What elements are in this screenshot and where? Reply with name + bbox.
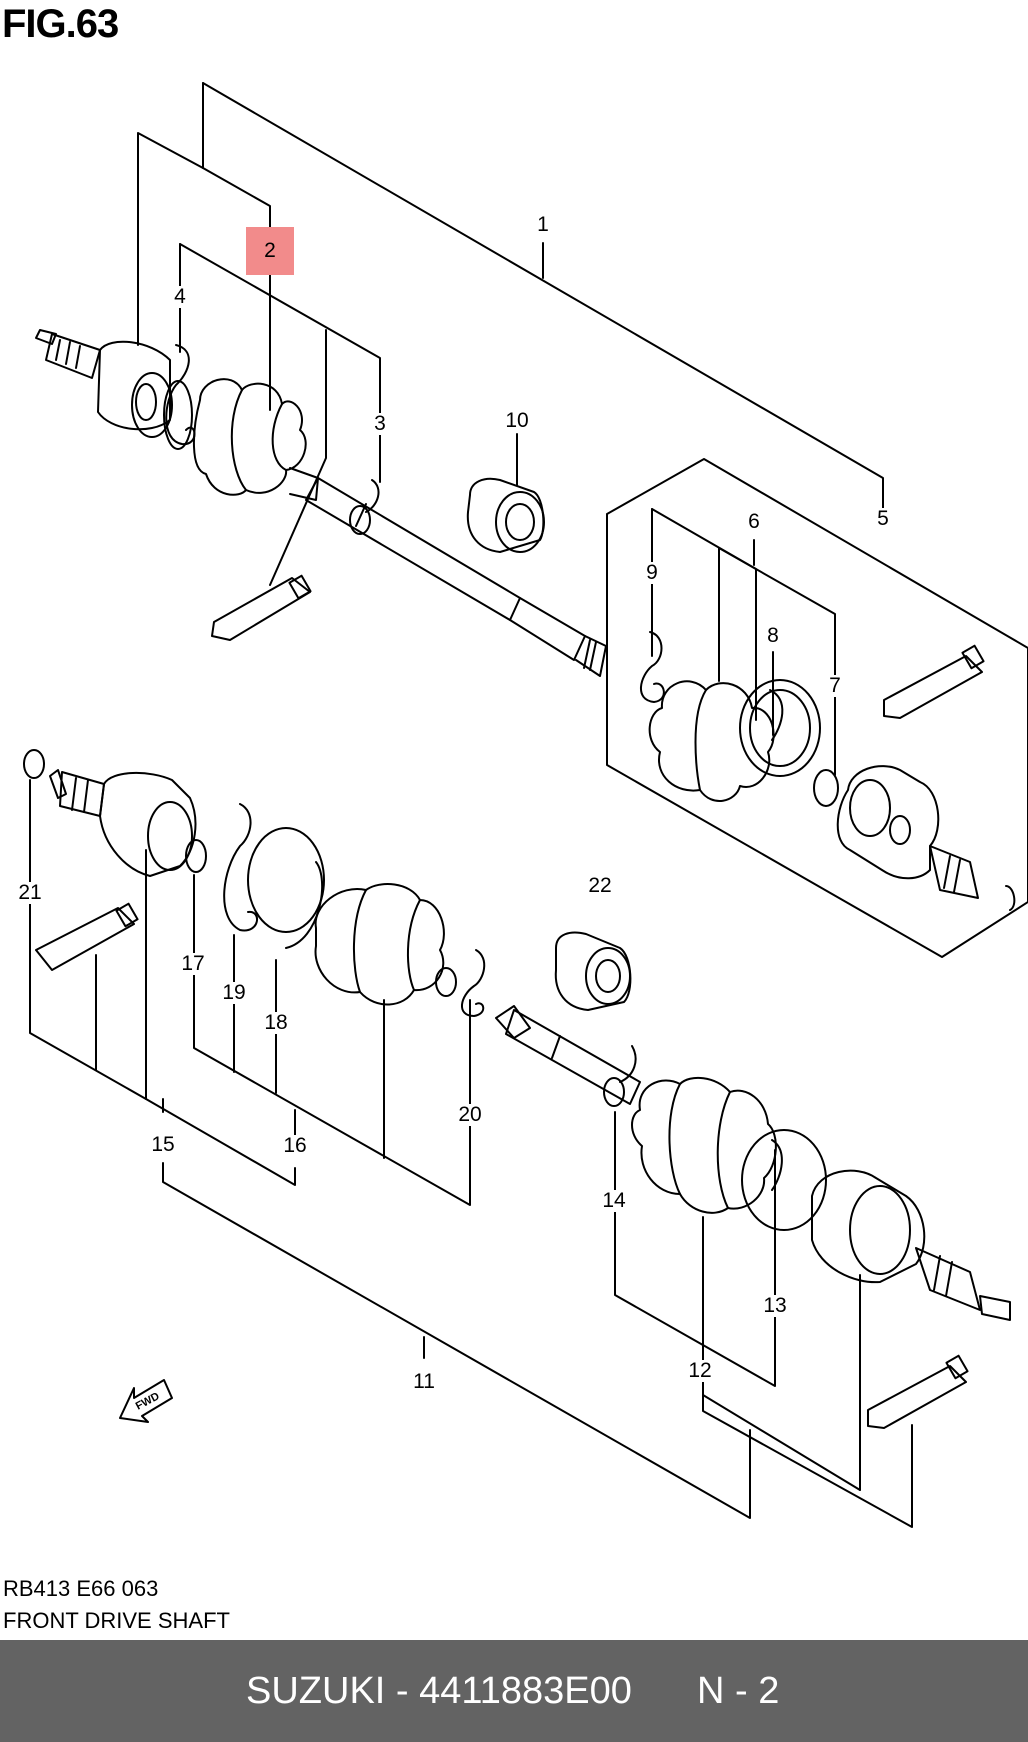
callout-22: 22 [587, 874, 613, 897]
callout-17: 17 [180, 952, 206, 975]
callout-20: 20 [457, 1103, 483, 1126]
callout-3: 3 [373, 412, 387, 435]
page-reference: N - 2 [697, 1670, 780, 1712]
lower-outer-joint [23, 749, 486, 1017]
callout-13: 13 [762, 1294, 788, 1317]
part-22-damper [554, 931, 632, 1011]
callout-14: 14 [601, 1189, 627, 1212]
callout-2-highlighted: 2 [246, 227, 294, 275]
section-name: FRONT DRIVE SHAFT [3, 1608, 230, 1633]
lower-drive-shaft [495, 1005, 1011, 1429]
callout-5: 5 [876, 507, 890, 530]
callout-6: 6 [747, 510, 761, 533]
exploded-parts-diagram: FWD [23, 82, 1028, 1528]
callout-12: 12 [687, 1359, 713, 1382]
figure-title: FIG.63 [2, 2, 119, 46]
callout-8: 8 [766, 624, 780, 647]
inner-joint-kit-5 [640, 631, 1016, 911]
footer-bar: SUZUKI - 4411883E00 N - 2 [0, 1640, 1028, 1742]
callout-15: 15 [150, 1133, 176, 1156]
part-10-damper [466, 477, 545, 553]
upper-drive-shaft [35, 329, 607, 677]
diagram-code: RB413 E66 063 [3, 1576, 159, 1601]
fwd-arrow-icon: FWD [119, 1379, 173, 1423]
callout-21: 21 [17, 881, 43, 904]
callout-9: 9 [645, 561, 659, 584]
callout-4: 4 [173, 285, 187, 308]
callout-19: 19 [221, 981, 247, 1004]
part-number-line: SUZUKI - 4411883E00 [246, 1670, 632, 1712]
callout-1: 1 [536, 213, 550, 236]
callout-11: 11 [412, 1370, 436, 1393]
callout-18: 18 [263, 1011, 289, 1034]
callout-10: 10 [504, 409, 530, 432]
callout-7: 7 [828, 674, 842, 697]
callout-16: 16 [282, 1134, 308, 1157]
